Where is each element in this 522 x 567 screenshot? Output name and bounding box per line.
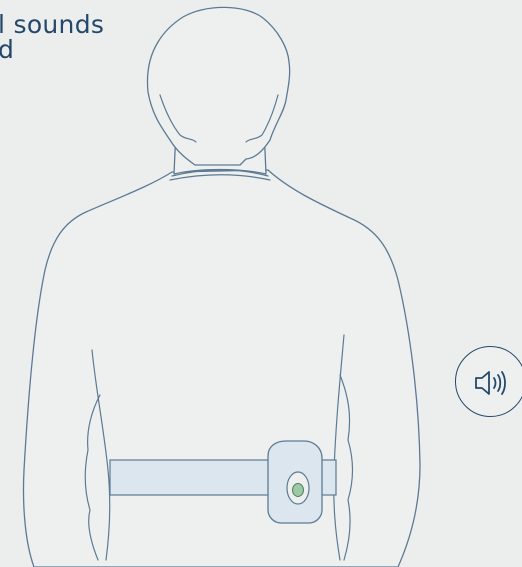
speaker-volume-icon: [474, 366, 510, 400]
indicator-light: [293, 484, 304, 497]
monitor-device: [268, 441, 322, 523]
head-outline: [147, 7, 289, 165]
torso-outline: [23, 170, 420, 567]
sound-button[interactable]: [455, 346, 522, 417]
